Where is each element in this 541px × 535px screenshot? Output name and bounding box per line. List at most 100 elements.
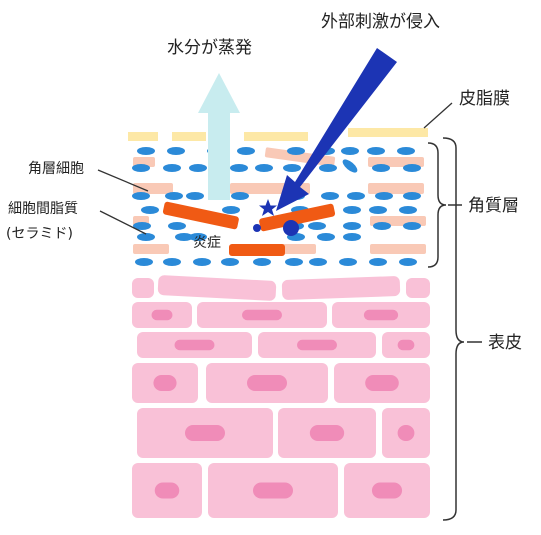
cell-nucleus [253, 482, 293, 499]
corneocyte-cell [133, 183, 173, 194]
intercellular-lipid-label: 細胞間脂質 [8, 201, 78, 217]
ceramide-dot [193, 258, 211, 266]
ceramide-dot [283, 164, 301, 172]
cell-nucleus [153, 375, 177, 391]
sebum-film [128, 128, 428, 141]
epidermis-cells [132, 275, 430, 518]
ceramide-dot [397, 147, 415, 155]
inflammation-marks [162, 201, 336, 256]
cell-nucleus [151, 309, 173, 321]
ceramide-dot [343, 222, 361, 230]
ceramide-dot [163, 164, 181, 172]
ceramide-dot [253, 258, 271, 266]
ceramide-dot [132, 192, 150, 200]
ceramide-dot [230, 164, 248, 172]
ceramide-dot [189, 233, 207, 241]
corneocyte-cell [133, 244, 169, 254]
sebum-film-leader [423, 102, 453, 129]
ceramide-dot [343, 206, 361, 214]
inflammation-bar [162, 201, 239, 230]
ceramide-dot [137, 147, 155, 155]
ceramide-dot [165, 192, 183, 200]
evaporation-label: 水分が蒸発 [167, 38, 252, 58]
ceramide-dot [137, 233, 155, 241]
ceramide-dot [168, 222, 186, 230]
ceramide-dot [141, 206, 159, 214]
ceramide-dot [367, 147, 385, 155]
ceramide-dot [189, 164, 207, 172]
cell-nucleus [247, 375, 287, 391]
ceramide-dot [342, 159, 358, 173]
water-evaporation-arrow [198, 73, 240, 200]
ceramide-dot [347, 192, 365, 200]
lipid-leader [99, 210, 147, 235]
cell-nucleus [174, 339, 215, 351]
ceramide-dot [399, 258, 417, 266]
ceramide-dot [341, 147, 359, 155]
stratum-corneum-bracket [427, 142, 462, 268]
irritant-particle-small [253, 224, 261, 232]
irritant-arrow [276, 48, 397, 211]
stratum-corneum-label: 角質層 [468, 196, 519, 216]
epidermis-bracket [442, 137, 482, 521]
inflammation-bar [229, 244, 285, 256]
ceramide-dot [237, 147, 255, 155]
ceramide-dot [222, 206, 240, 214]
ceramide-dot [403, 192, 421, 200]
cell-nucleus [371, 482, 403, 499]
cell-nucleus [242, 309, 282, 321]
ceramide-dot [343, 233, 361, 241]
ceramide-dot [287, 147, 305, 155]
ceramide-dot [285, 258, 303, 266]
ceramide-dot [317, 233, 335, 241]
ceramide-dot [308, 222, 326, 230]
cell-nucleus [185, 425, 225, 441]
irritant-label: 外部刺激が侵入 [321, 12, 440, 32]
ceramide-dot [186, 192, 204, 200]
ceramide-dot [373, 222, 391, 230]
ceramide-label: (セラミド) [6, 226, 73, 242]
epidermal-cell [132, 278, 154, 298]
epidermis-label: 表皮 [488, 333, 522, 353]
sebum-film-label: 皮脂膜 [459, 89, 510, 109]
ceramide-dot [369, 206, 387, 214]
corneocyte-label: 角層細胞 [28, 161, 84, 177]
sebum-patch [348, 128, 428, 137]
irritant-particle-large [283, 220, 299, 236]
ceramide-dot [167, 147, 185, 155]
irritant-star-icon [259, 199, 277, 216]
cell-nucleus [397, 425, 415, 441]
ceramide-dot [135, 258, 153, 266]
ceramide-dot [372, 164, 390, 172]
sebum-patch [128, 132, 158, 141]
ceramide-dot [319, 164, 337, 172]
ceramide-dot [403, 164, 421, 172]
ceramide-dot [339, 258, 357, 266]
epidermal-cell [406, 278, 430, 298]
ceramide-dot [321, 192, 339, 200]
corneocyte-cell [368, 183, 424, 194]
cell-nucleus [363, 309, 399, 321]
epidermal-cell [157, 275, 277, 301]
epidermal-cell [281, 276, 401, 300]
inflammation-label: 炎症 [193, 235, 221, 251]
ceramide-dot [175, 233, 193, 241]
cell-nucleus [365, 375, 399, 391]
ceramide-dot [399, 206, 417, 214]
cell-nucleus [397, 339, 415, 351]
ceramide-dot [255, 164, 273, 172]
cell-nucleus [297, 339, 337, 351]
ceramide-dot [403, 222, 421, 230]
corneocyte-leader [97, 169, 149, 192]
ceramide-dot [375, 192, 393, 200]
cell-nucleus [309, 425, 345, 441]
ceramide-dot [163, 258, 181, 266]
sebum-patch [244, 132, 308, 141]
sebum-patch [172, 132, 206, 141]
ceramide-dot [309, 258, 327, 266]
corneocyte-cell [370, 244, 426, 254]
inflammation-bar [259, 203, 336, 232]
ceramide-dot [132, 164, 150, 172]
